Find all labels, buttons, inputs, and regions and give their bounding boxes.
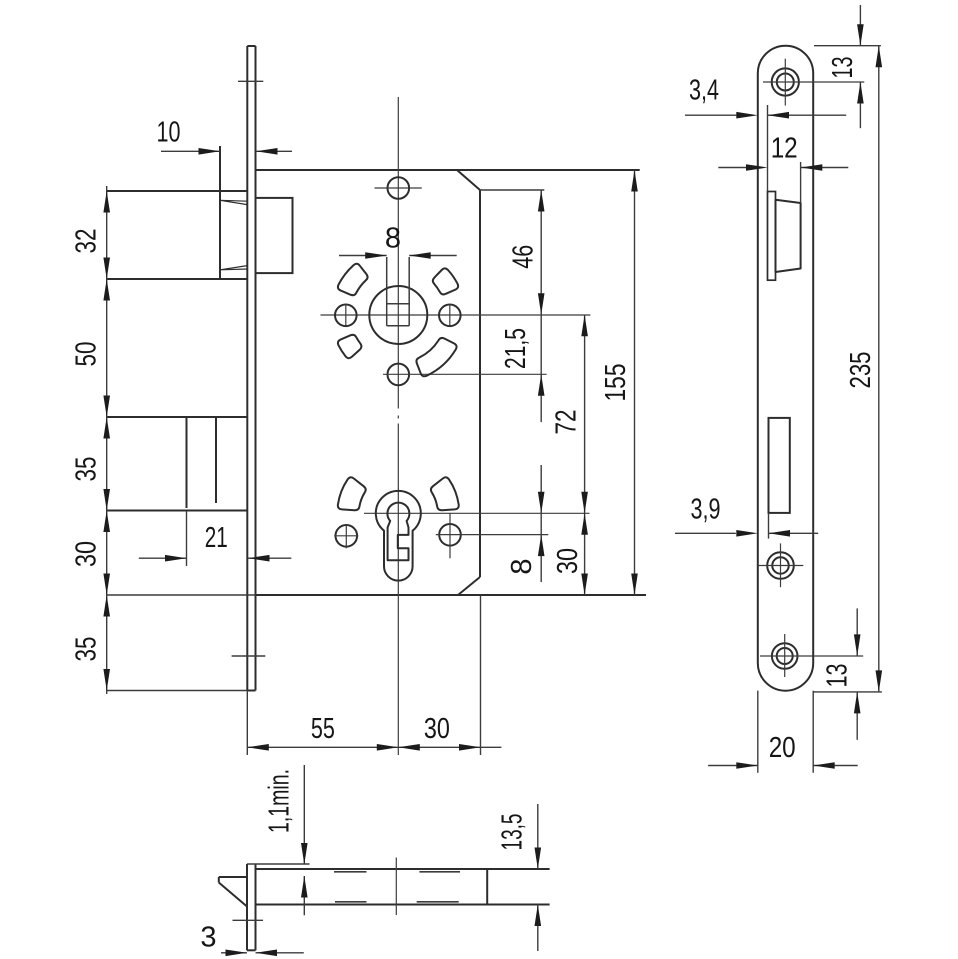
svg-text:1,1min.: 1,1min. — [263, 769, 295, 833]
svg-text:3: 3 — [200, 922, 216, 954]
svg-text:10: 10 — [157, 117, 181, 149]
svg-text:72: 72 — [551, 410, 583, 435]
svg-text:155: 155 — [600, 364, 632, 402]
svg-text:3,9: 3,9 — [691, 494, 721, 526]
svg-text:8: 8 — [506, 558, 538, 574]
svg-text:55: 55 — [311, 713, 335, 745]
svg-text:21: 21 — [205, 522, 228, 554]
svg-text:32: 32 — [71, 229, 103, 254]
svg-text:8: 8 — [385, 223, 401, 255]
svg-text:30: 30 — [552, 548, 584, 574]
svg-text:13: 13 — [827, 57, 859, 79]
svg-text:30: 30 — [424, 713, 450, 745]
svg-text:30: 30 — [71, 541, 103, 567]
svg-text:35: 35 — [71, 637, 103, 662]
svg-text:20: 20 — [769, 732, 796, 764]
svg-text:235: 235 — [845, 352, 877, 389]
svg-text:46: 46 — [508, 245, 540, 269]
svg-text:13: 13 — [821, 664, 853, 688]
svg-text:12: 12 — [771, 133, 798, 165]
svg-text:35: 35 — [71, 457, 103, 482]
svg-text:21,5: 21,5 — [500, 328, 532, 369]
svg-text:50: 50 — [71, 342, 103, 367]
svg-text:13,5: 13,5 — [497, 814, 529, 851]
svg-text:3,4: 3,4 — [689, 75, 719, 107]
